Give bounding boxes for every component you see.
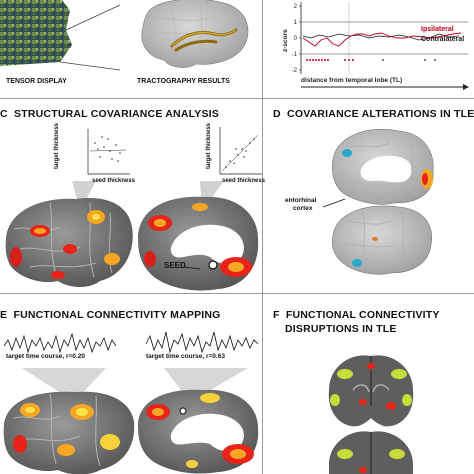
panel-c-title: C STRUCTURAL COVARIANCE ANALYSIS [0, 108, 219, 120]
seed-label: SEED [164, 261, 186, 270]
zscore-chart: 2 1 0 -1 -2 z-score [282, 2, 469, 90]
legend-contralateral: Contralateral [421, 36, 464, 43]
scatter-2-points [225, 138, 255, 168]
panel-e-heading: FUNCTIONAL CONNECTIVITY MAPPING [13, 309, 221, 321]
panel-a: TENSOR DISPLAY TRACTOGRAPHY RESULTS [0, 0, 262, 98]
panel-c-heading: STRUCTURAL COVARIANCE ANALYSIS [14, 108, 219, 120]
trace-1-label: target time course, r=0.20 [6, 353, 85, 360]
divider-middle [0, 293, 474, 294]
contralateral-line [302, 33, 460, 41]
tensor-display-caption: TENSOR DISPLAY [6, 78, 67, 85]
y-tick: -1 [292, 52, 298, 58]
panel-f-heading-1: FUNCTIONAL CONNECTIVITY [285, 309, 440, 321]
panel-b: 2 1 0 -1 -2 z-score [263, 0, 474, 98]
scatter-1-y-label: target thickness [54, 122, 60, 169]
trace-2 [145, 331, 259, 354]
cortex-label: cortex [293, 205, 313, 212]
panel-f: F FUNCTIONAL CONNECTIVITY DISRUPTIONS IN… [263, 294, 474, 474]
trace-2-label: target time course, r=0.63 [146, 353, 225, 360]
seed-marker [208, 260, 218, 270]
brain-lateral-d [332, 205, 433, 275]
panel-d: D COVARIANCE ALTERATIONS IN TLE entorhin… [263, 99, 474, 293]
y-tick: -2 [292, 68, 298, 74]
y-tick-labels: 2 1 0 -1 -2 [292, 4, 298, 74]
scatter-2-y-label: target thickness [206, 122, 212, 169]
panel-d-graphics [322, 129, 434, 275]
cool-blob [342, 149, 352, 157]
panel-e: E FUNCTIONAL CONNECTIVITY MAPPING [0, 294, 262, 474]
panel-d-title: D COVARIANCE ALTERATIONS IN TLE [273, 108, 474, 120]
panel-f-letter: F [273, 309, 280, 321]
panel-d-letter: D [273, 108, 281, 120]
panel-d-heading: COVARIANCE ALTERATIONS IN TLE [287, 108, 474, 120]
contralateral-markers [382, 59, 436, 61]
brain-lateral-e [3, 391, 135, 474]
trace-1 [3, 332, 117, 354]
legend-ipsilateral: Ipsilateral [421, 26, 454, 33]
tractography-caption: TRACTOGRAPHY RESULTS [137, 78, 230, 85]
corpus-callosum-c [170, 224, 244, 265]
scatter-1-points [94, 136, 121, 162]
brain-lateral-c [5, 198, 133, 287]
ipsilateral-markers [306, 59, 354, 61]
panel-c-letter: C [0, 108, 8, 120]
fc-blobs-1 [330, 363, 412, 410]
scatter-1-x-label: seed thickness [92, 178, 136, 184]
y-tick: 2 [294, 4, 298, 10]
panel-c-graphics [5, 127, 262, 291]
panel-e-title: E FUNCTIONAL CONNECTIVITY MAPPING [0, 309, 221, 321]
panel-f-title-2: DISRUPTIONS IN TLE [285, 323, 397, 335]
panel-f-graphics [328, 355, 414, 474]
activation-blobs-c1 [10, 210, 120, 279]
y-axis-label: z-score [282, 29, 289, 52]
ipsilateral-line [302, 32, 462, 47]
panel-a-graphics [0, 0, 249, 71]
x-axis-label: distance from temporal lobe (TL) [301, 77, 402, 84]
scatter-2-x-label: seed thickness [222, 178, 266, 184]
activation-blobs-e1 [13, 403, 120, 456]
divider-top [0, 98, 474, 99]
panel-c: C STRUCTURAL COVARIANCE ANALYSIS [0, 99, 266, 293]
activation-blobs-c2 [144, 203, 252, 277]
divider-vertical [262, 0, 263, 474]
panel-e-graphics [3, 331, 259, 474]
tensor-display-image [0, 0, 72, 66]
activation-blobs-e2 [146, 393, 254, 468]
panel-f-title-1: F FUNCTIONAL CONNECTIVITY [273, 309, 440, 321]
y-tick: 0 [294, 36, 298, 42]
y-tick: 1 [294, 20, 298, 26]
entorhinal-label: entorhinal [285, 197, 317, 204]
panel-e-letter: E [0, 309, 8, 321]
